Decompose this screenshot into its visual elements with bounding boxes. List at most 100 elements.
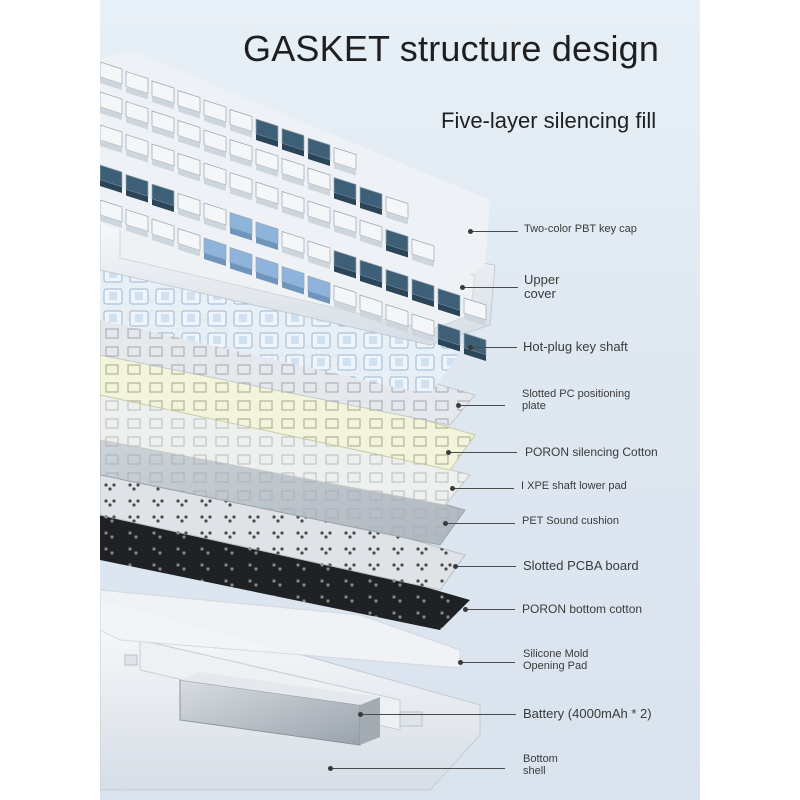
keycap-side (126, 86, 148, 100)
keycap-side (308, 183, 330, 196)
keycap-side (204, 178, 226, 191)
page-title: GASKET structure design (243, 28, 660, 69)
layer-label: Hot-plug key shaft (523, 339, 628, 354)
keycap-side (204, 218, 226, 231)
leader-dot (463, 607, 468, 612)
keycap-side (126, 189, 148, 203)
leader-dot (328, 766, 333, 771)
keycap-side (256, 197, 278, 210)
keycap-side (178, 208, 200, 222)
keycap-side (204, 145, 226, 158)
layer-label: Battery (4000mAh * 2) (523, 706, 652, 721)
keycap-side (100, 107, 122, 120)
leader-dot (456, 403, 461, 408)
keycap-side (412, 294, 434, 307)
leader-line (330, 768, 505, 769)
keycap-side (204, 253, 226, 266)
keycap-side (178, 168, 200, 182)
leader-line (465, 609, 515, 610)
keycap-side (438, 338, 460, 352)
keycap-side (230, 262, 252, 276)
leader-line (455, 566, 516, 567)
keycap-side (438, 303, 460, 317)
keycap-side (152, 234, 174, 247)
leader-dot (358, 712, 363, 717)
keycap-side (308, 291, 330, 304)
keycap-side (334, 192, 356, 206)
keycap-side (256, 164, 278, 177)
keycap-side (178, 243, 200, 257)
keycap-side (100, 140, 122, 153)
leader-dot (460, 285, 465, 290)
keycap-side (412, 254, 434, 267)
keycap-side (100, 77, 122, 90)
keycap-side (178, 105, 200, 119)
keycap-side (360, 310, 382, 323)
keycap-side (334, 225, 356, 239)
keycap-side (282, 246, 304, 260)
leader-line (452, 488, 514, 489)
keycap-side (126, 116, 148, 130)
keycap-side (256, 237, 278, 250)
keycap-side (334, 162, 356, 176)
leader-line (470, 231, 518, 232)
keycap-side (100, 215, 122, 228)
leader-dot (468, 345, 473, 350)
keycap-side (464, 348, 486, 361)
keycap-side (256, 134, 278, 147)
keycap-side (282, 143, 304, 157)
keycap-side (360, 235, 382, 248)
keycap-side (282, 281, 304, 295)
leader-dot (450, 486, 455, 491)
keycap-side (230, 124, 252, 138)
keycap-side (230, 187, 252, 201)
keycap-side (230, 227, 252, 241)
leader-dot (453, 564, 458, 569)
layer-label: PORON silencing Cotton (525, 445, 658, 459)
leader-dot (458, 660, 463, 665)
leader-line (470, 347, 517, 348)
layer-label: Two-color PBT key cap (524, 223, 637, 235)
page-subtitle: Five-layer silencing fill (441, 108, 657, 133)
keyboard-exploded-illustration (100, 50, 496, 791)
keycap-side (152, 126, 174, 139)
leader-line (460, 662, 515, 663)
leader-line (445, 523, 515, 524)
keycap-side (100, 180, 122, 193)
leader-line (458, 405, 505, 406)
keycap-side (308, 216, 330, 229)
leader-line (462, 287, 518, 288)
leader-line (448, 452, 517, 453)
silicone-mold-pad (100, 589, 461, 669)
keycap-side (282, 173, 304, 187)
keycap-side (126, 224, 148, 238)
keycap-side (152, 199, 174, 212)
keycap-side (386, 244, 408, 258)
keycap-side (334, 300, 356, 314)
keycap-side (386, 211, 408, 225)
keycap-side (152, 159, 174, 172)
keycap-side (230, 154, 252, 168)
keycap-side (360, 202, 382, 215)
keycap-side (360, 275, 382, 288)
keycap-side (282, 206, 304, 220)
battery-pack (179, 672, 380, 746)
keycap-side (334, 265, 356, 279)
layer-label: PORON bottom cotton (522, 602, 643, 616)
leader-line (360, 714, 516, 715)
keycap-side (126, 149, 148, 163)
poron-bottom-cotton (100, 505, 470, 630)
keycap-side (386, 284, 408, 298)
leader-dot (446, 450, 451, 455)
leader-dot (468, 229, 473, 234)
keycap-side (204, 115, 226, 128)
keycap-side (256, 272, 278, 285)
keycap-side (464, 313, 486, 326)
keycap-side (308, 256, 330, 269)
keycap-side (178, 135, 200, 149)
leader-dot (443, 521, 448, 526)
keycap-side (152, 96, 174, 109)
